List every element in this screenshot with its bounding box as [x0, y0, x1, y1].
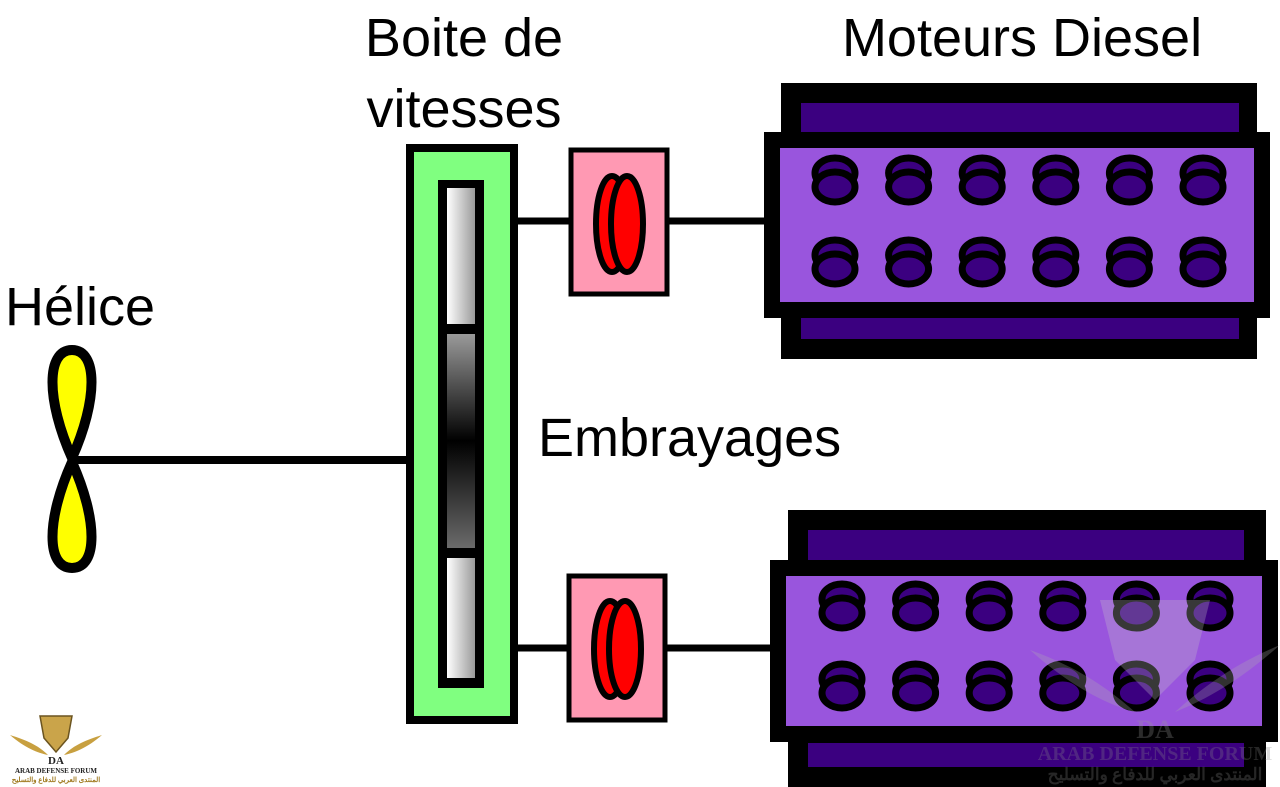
gearbox: [406, 144, 518, 724]
engine-cylinder: [818, 580, 866, 632]
engine-cylinder: [885, 154, 933, 206]
clutches-label: Embrayages: [538, 408, 841, 468]
lower-engine-head-top-panel: [808, 530, 1244, 560]
engines-label: Moteurs Diesel: [842, 8, 1202, 68]
upper-engine-cylinders: [811, 154, 1227, 288]
engine-cylinder: [1179, 154, 1227, 206]
lower-clutch: [566, 573, 668, 723]
cylinder-ellipse: [965, 674, 1013, 712]
watermark-name-en: ARAB DEFENSE FORUM: [1038, 743, 1273, 765]
engine-cylinder: [965, 580, 1013, 632]
engine-cylinder: [965, 660, 1013, 712]
lower-clutch-disc-front: [606, 598, 644, 700]
propeller-label: Hélice: [5, 277, 155, 337]
watermark-logo-mark: DA: [1136, 715, 1174, 744]
engine-cylinder: [892, 660, 940, 712]
cylinder-ellipse: [885, 250, 933, 288]
cylinder-ellipse: [965, 594, 1013, 632]
propeller-icon: [47, 345, 97, 573]
watermark-logo-shield: [1100, 600, 1210, 700]
watermark-name-ar: المنتدى العربي للدفاع والتسليح: [1048, 765, 1263, 785]
cylinder-ellipse: [1179, 168, 1227, 206]
engine-cylinder: [1112, 660, 1160, 712]
gearbox-label-line1: Boite de: [365, 8, 563, 68]
cylinder-ellipse: [892, 674, 940, 712]
cylinder-ellipse: [958, 250, 1006, 288]
small-logo-name-en: ARAB DEFENSE FORUM: [15, 767, 97, 775]
engine-cylinder: [1179, 236, 1227, 288]
cylinder-ellipse: [1112, 674, 1160, 712]
engine-cylinder: [811, 236, 859, 288]
cylinder-ellipse: [1105, 168, 1153, 206]
watermark-logo-small: DA ARAB DEFENSE FORUM المنتدى العربي للد…: [10, 715, 102, 785]
engine-cylinder: [1032, 236, 1080, 288]
engine-cylinder: [1039, 580, 1087, 632]
upper-clutch: [568, 147, 670, 297]
cylinder-ellipse: [1105, 250, 1153, 288]
cylinder-ellipse: [1032, 168, 1080, 206]
gear-wheel-upper: [447, 188, 475, 324]
watermark-logo-wings: [1030, 645, 1280, 712]
cylinder-ellipse: [1039, 674, 1087, 712]
upper-diesel-engine: [764, 83, 1270, 359]
gear-wheel-main: [447, 334, 475, 548]
cylinder-ellipse: [885, 168, 933, 206]
engine-cylinder: [1186, 660, 1234, 712]
engine-cylinder: [818, 660, 866, 712]
upper-engine-head-top-panel: [801, 103, 1239, 133]
cylinder-ellipse: [1112, 594, 1160, 632]
cylinder-ellipse: [811, 168, 859, 206]
propeller-blade-top: [47, 345, 97, 463]
engine-cylinder: [958, 154, 1006, 206]
cylinder-ellipse: [1179, 250, 1227, 288]
watermark: DA ARAB DEFENSE FORUM المنتدى العربي للد…: [1030, 600, 1280, 785]
cylinder-ellipse: [1186, 594, 1234, 632]
cylinder-ellipse: [892, 594, 940, 632]
gear-wheel-lower: [447, 558, 475, 678]
upper-clutch-disc-front: [608, 173, 646, 275]
engine-cylinder: [885, 236, 933, 288]
cylinder-ellipse: [811, 250, 859, 288]
propeller-blade-bottom: [47, 457, 97, 573]
engine-cylinder: [1032, 154, 1080, 206]
small-logo-shield: [39, 715, 73, 754]
engine-cylinder: [958, 236, 1006, 288]
cylinder-ellipse: [958, 168, 1006, 206]
small-logo-mark: DA: [48, 755, 64, 767]
cylinder-ellipse: [1039, 594, 1087, 632]
engine-cylinder: [1105, 154, 1153, 206]
cylinder-ellipse: [1186, 674, 1234, 712]
gearbox-label-line2: vitesses: [366, 79, 561, 139]
engine-cylinder: [811, 154, 859, 206]
engine-cylinder: [1186, 580, 1234, 632]
cylinder-ellipse: [818, 674, 866, 712]
engine-cylinder: [1039, 660, 1087, 712]
cylinder-ellipse: [1032, 250, 1080, 288]
engine-cylinder: [892, 580, 940, 632]
lower-engine-head-bottom-panel: [808, 743, 1244, 767]
engine-cylinder: [1105, 236, 1153, 288]
lower-diesel-engine: [770, 510, 1278, 787]
small-logo-name-ar: المنتدى العربي للدفاع والتسليح: [12, 776, 100, 785]
cylinder-ellipse: [818, 594, 866, 632]
small-logo-wings: [10, 735, 102, 755]
engine-cylinder: [1112, 580, 1160, 632]
lower-engine-cylinders: [818, 580, 1234, 712]
